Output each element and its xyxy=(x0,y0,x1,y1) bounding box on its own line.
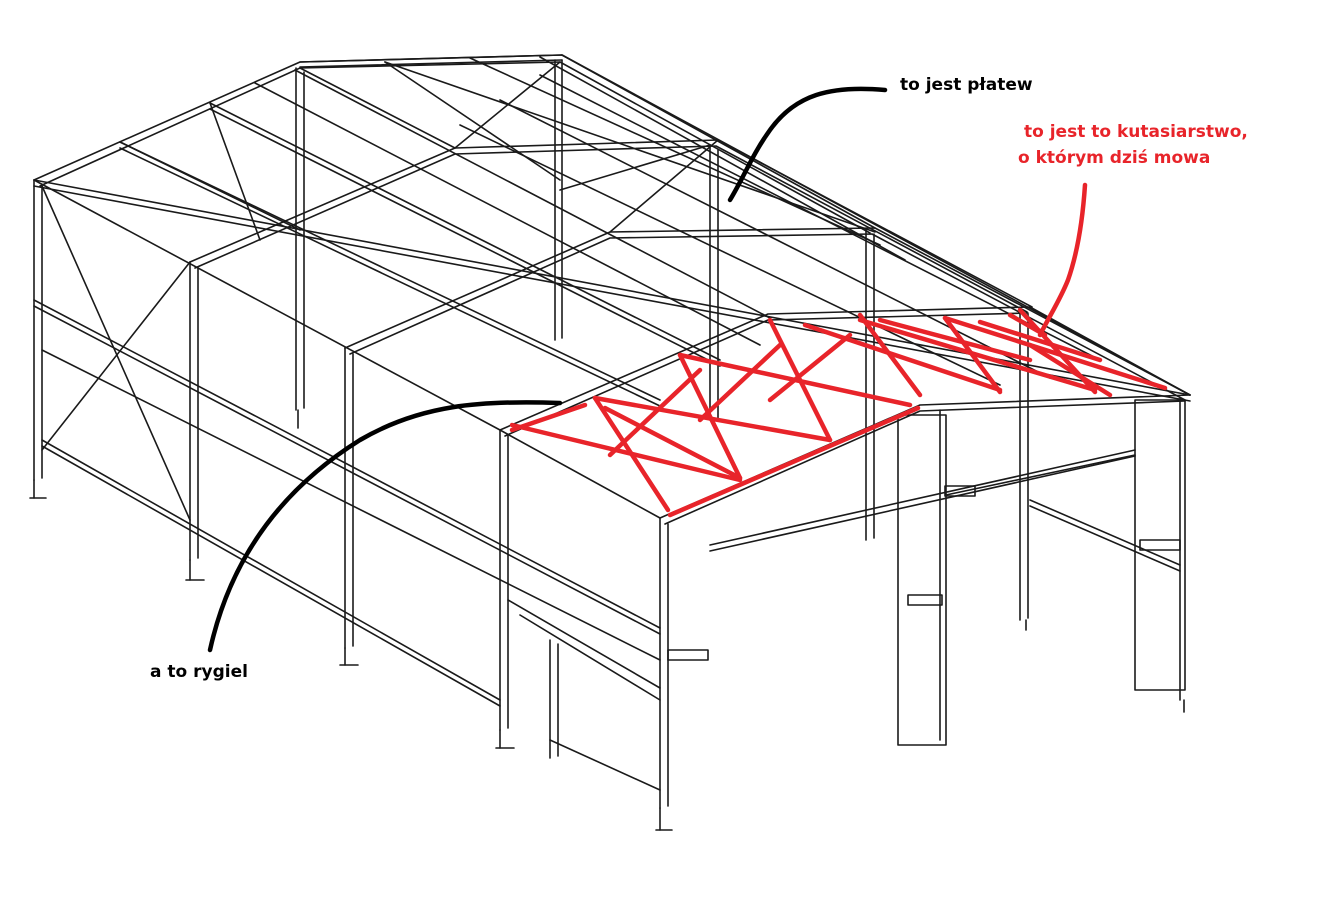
left-eaves-beam xyxy=(33,179,1191,396)
bracing-pointer-curve xyxy=(1037,182,1088,338)
girt-pointer-curve xyxy=(207,400,563,653)
rafter-frame-3 xyxy=(344,227,1191,396)
bracing-label-line-2: o którym dziś mowa xyxy=(1018,148,1210,168)
roof-bracing-red xyxy=(509,307,1168,518)
girt xyxy=(33,299,661,629)
gable-column xyxy=(897,414,947,746)
bracing-label-line-1: to jest to kutasiarstwo, xyxy=(1024,122,1248,142)
rafter-frame-1 xyxy=(33,54,876,229)
purlin-pointer-curve xyxy=(727,86,888,203)
purlin-label: to jest płatew xyxy=(900,75,1033,95)
purlin xyxy=(119,141,661,401)
rafter-frame-2 xyxy=(189,139,1033,308)
right-eaves-beam xyxy=(499,429,661,519)
steel-frame xyxy=(29,54,1191,831)
girt-label: a to rygiel xyxy=(150,662,248,682)
bracing-rod xyxy=(509,422,743,483)
